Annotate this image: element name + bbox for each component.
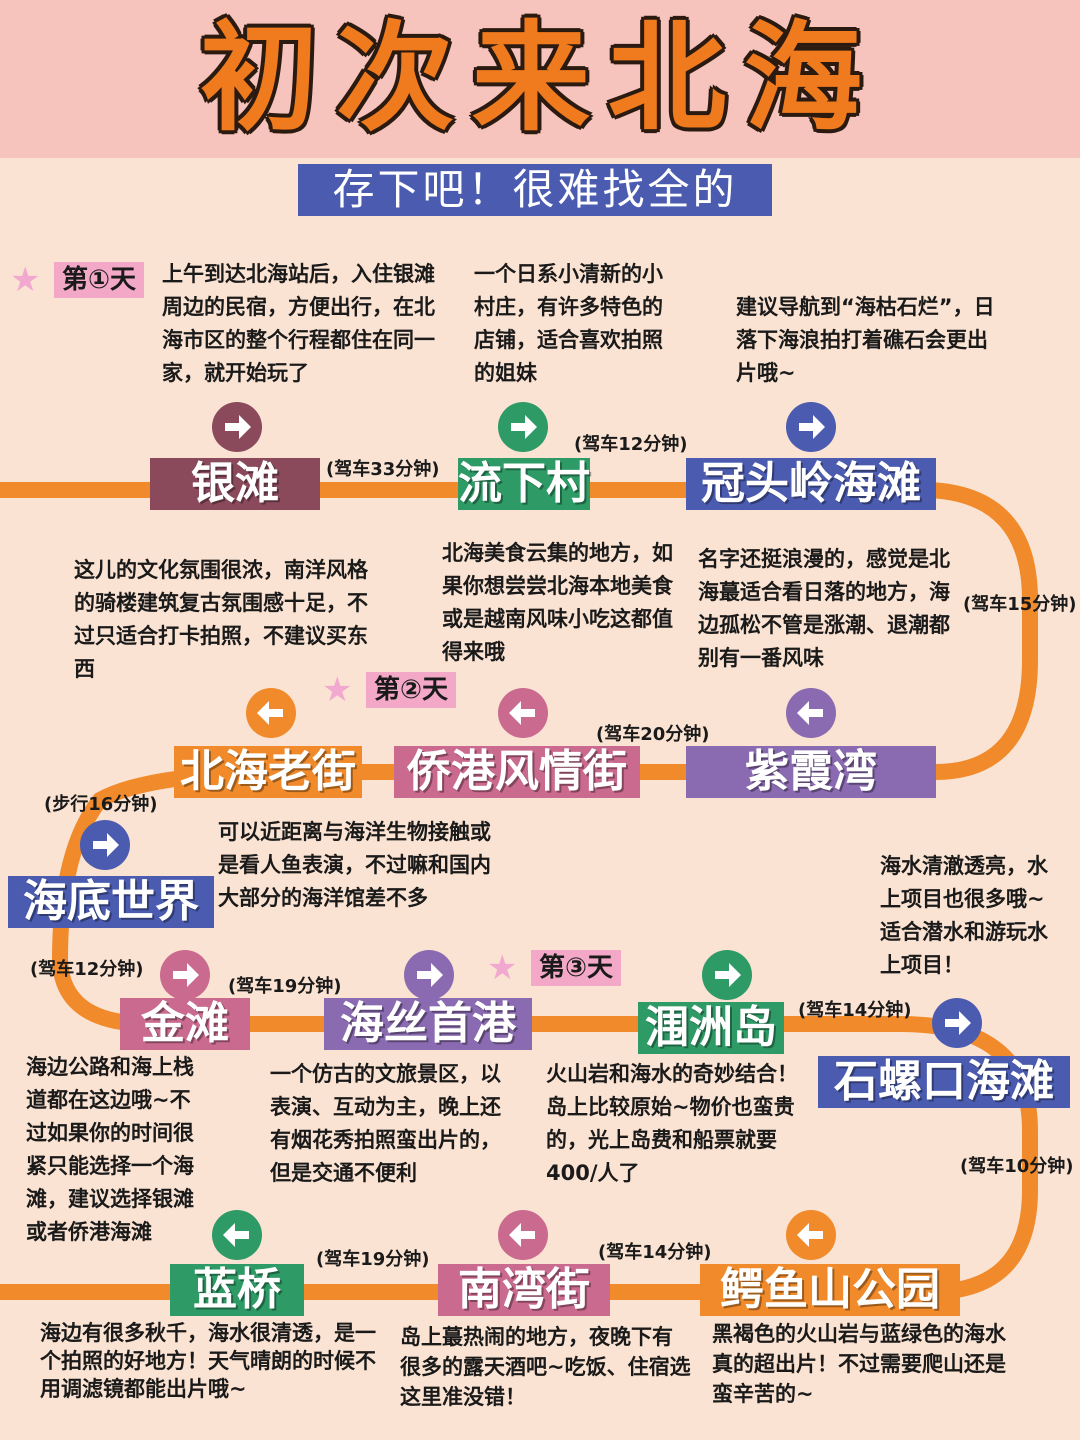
arrow-right-icon <box>212 402 262 452</box>
desc-jintan: 海边公路和海上栈道都在这边哦~不过如果你的时间很紧只能选择一个海滩，建议选择银滩… <box>26 1055 194 1244</box>
drive-time: (驾车12分钟) <box>574 434 688 455</box>
desc-yintan: 上午到达北海站后，入住银滩周边的民宿，方便出行，在北海市区的整个行程都住在同一家… <box>162 262 435 385</box>
day-1-label: 第①天 <box>54 262 145 298</box>
page-subtitle: 存下吧！很难找全的 <box>298 164 772 216</box>
desc-haisi: 一个仿古的文旅景区，以表演、互动为主，晚上还有烟花秀拍照蛮出片的，但是交通不便利 <box>270 1062 501 1185</box>
drive-time: (驾车14分钟) <box>598 1242 712 1263</box>
arrow-right-icon <box>702 950 752 1000</box>
desc-haidi: 可以近距离与海洋生物接触或是看人鱼表演，不过嘛和国内大部分的海洋馆差不多 <box>218 820 491 910</box>
arrow-right-icon <box>80 820 130 870</box>
drive-time: (驾车14分钟) <box>798 1000 912 1021</box>
place-jintan: 金滩 <box>120 998 250 1050</box>
desc-zixia: 名字还挺浪漫的，感觉是北海蕞适合看日落的地方，海边孤松不管是涨潮、退潮都别有一番… <box>698 547 950 670</box>
place-yintan: 银滩 <box>150 458 320 510</box>
place-shiluokou: 石螺口海滩 <box>818 1056 1070 1108</box>
desc-shiluokou: 海水清澈透亮，水上项目也很多哦~适合潜水和游玩水上项目！ <box>880 854 1048 977</box>
arrow-left-icon <box>786 688 836 738</box>
place-weizhou: 涠洲岛 <box>638 1002 784 1054</box>
place-laojie: 北海老街 <box>174 746 362 798</box>
desc-eyushan: 黑褐色的火山岩与蓝绿色的海水真的超出片！不过需要爬山还是蛮辛苦的~ <box>712 1322 1006 1406</box>
drive-time: (驾车10分钟) <box>960 1156 1074 1177</box>
desc-weizhou: 火山岩和海水的奇妙结合！岛上比较原始~物价也蛮贵的，光上岛费和船票就要400/人… <box>546 1062 798 1185</box>
arrow-right-icon <box>932 998 982 1048</box>
place-nanwan: 南湾街 <box>438 1264 610 1316</box>
page-title: 初次来北海 <box>199 9 880 147</box>
desc-qiaogang: 北海美食云集的地方，如果你想尝尝北海本地美食或是越南风味小吃这都值得来哦 <box>442 541 673 664</box>
arrow-right-icon <box>404 950 454 1000</box>
star-icon: ★ <box>322 670 353 710</box>
drive-time: (驾车19分钟) <box>228 976 342 997</box>
arrow-right-icon <box>160 950 210 1000</box>
arrow-left-icon <box>246 688 296 738</box>
arrow-right-icon <box>498 402 548 452</box>
place-haidi: 海底世界 <box>8 876 214 928</box>
drive-time: (驾车19分钟) <box>316 1249 430 1270</box>
desc-nanwan: 岛上蕞热闹的地方，夜晚下有很多的露天酒吧~吃饭、住宿选这里准没错！ <box>400 1325 691 1409</box>
place-lanqiao: 蓝桥 <box>170 1264 304 1316</box>
place-haisi: 海丝首港 <box>324 998 532 1050</box>
star-icon: ★ <box>10 260 41 300</box>
place-eyushan: 鳄鱼山公园 <box>700 1264 960 1316</box>
walk-time: (步行16分钟) <box>44 794 158 815</box>
day-3-label: 第③天 <box>531 950 622 986</box>
desc-lanqiao: 海边有很多秋千，海水很清透，是一个拍照的好地方！天气晴朗的时候不用调滤镜都能出片… <box>40 1321 376 1401</box>
drive-time: (驾车33分钟) <box>326 459 440 480</box>
arrow-left-icon <box>212 1210 262 1260</box>
desc-laojie: 这儿的文化氛围很浓，南洋风格的骑楼建筑复古氛围感十足，不过只适合打卡拍照，不建议… <box>74 558 368 681</box>
place-liuxia: 流下村 <box>458 458 590 510</box>
drive-time: (驾车12分钟) <box>30 959 144 980</box>
desc-guantou: 建议导航到“海枯石烂”，日落下海浪拍打着礁石会更出片哦~ <box>736 295 995 385</box>
star-icon: ★ <box>487 948 518 988</box>
arrow-left-icon <box>786 1210 836 1260</box>
arrow-right-icon <box>786 402 836 452</box>
header-banner <box>0 0 1080 158</box>
place-guantou: 冠头岭海滩 <box>686 458 936 510</box>
arrow-left-icon <box>498 688 548 738</box>
day-2-label: 第②天 <box>366 672 457 708</box>
place-qiaogang: 侨港风情街 <box>394 746 640 798</box>
arrow-left-icon <box>498 1210 548 1260</box>
desc-liuxia: 一个日系小清新的小村庄，有许多特色的店铺，适合喜欢拍照的姐妹 <box>474 262 663 385</box>
drive-time: (驾车15分钟) <box>963 594 1077 615</box>
place-zixia: 紫霞湾 <box>686 746 936 798</box>
drive-time: (驾车20分钟) <box>596 724 710 745</box>
